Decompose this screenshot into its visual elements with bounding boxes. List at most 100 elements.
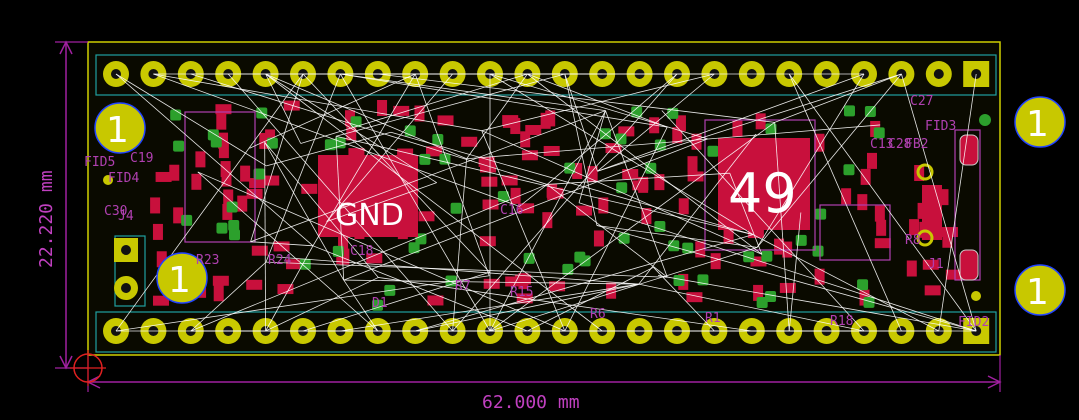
ratsnest-line [265, 73, 302, 144]
smd-pad [732, 120, 743, 137]
smd-pad [525, 125, 542, 136]
ratsnest-line [489, 73, 708, 140]
usb-shield-pad[interactable] [959, 249, 979, 281]
smd-pad [216, 113, 227, 130]
smd-pad [263, 175, 280, 186]
smd-pad [501, 175, 518, 186]
ratsnest-line [415, 234, 754, 332]
ref-designator: FID2 [958, 315, 989, 330]
pad-highlight [408, 242, 420, 254]
ratsnest-line [938, 73, 977, 332]
ratsnest-line [481, 73, 715, 132]
smd-pad [393, 105, 410, 116]
ratsnest-line [390, 131, 754, 236]
mount-hole[interactable]: 1 [1014, 264, 1066, 316]
pad-highlight [173, 140, 185, 152]
smd-pad [169, 164, 180, 181]
ratsnest-line [265, 73, 341, 263]
ratsnest-line [115, 275, 490, 332]
ref-designator: C19 [130, 151, 153, 166]
ratsnest-line [340, 73, 606, 112]
ref-designator: J1 [928, 257, 944, 272]
pad-highlight [415, 233, 427, 245]
mount-hole[interactable]: 1 [94, 102, 146, 154]
ratsnest-line [519, 184, 548, 207]
smd-pad [922, 259, 939, 270]
smd-pad [874, 205, 885, 222]
smd-pad [426, 146, 443, 157]
smd-pad [249, 178, 266, 189]
smd-pad [251, 245, 268, 256]
pad-highlight [574, 251, 586, 263]
smd-pad [237, 195, 248, 212]
ratsnest-line [597, 73, 715, 172]
ratsnest-line [265, 73, 467, 160]
pad-highlight [450, 202, 462, 214]
mount-hole[interactable]: 1 [156, 252, 208, 304]
smd-pad [543, 145, 560, 156]
smd-pad [286, 259, 303, 270]
smd-pad [481, 176, 498, 187]
ratsnest-line [115, 73, 314, 247]
usb-via [916, 229, 934, 247]
ratsnest-line [153, 73, 482, 132]
ratsnest-line [340, 73, 668, 128]
ratsnest-line [264, 142, 345, 281]
pad-highlight [812, 245, 824, 257]
ref-designator: FID4 [108, 171, 139, 186]
pad-highlight [618, 232, 630, 244]
smd-pad [377, 100, 388, 117]
ratsnest-line [343, 279, 379, 332]
ratsnest-line [335, 136, 345, 281]
mount-hole-label: 1 [106, 110, 129, 151]
mount-hole[interactable]: 1 [1014, 96, 1066, 148]
smd-pad [906, 260, 917, 277]
ratsnest-line [343, 279, 639, 285]
smd-pad [482, 199, 499, 210]
pad-highlight [616, 182, 628, 194]
smd-pad [938, 189, 949, 206]
smd-pad [710, 253, 721, 270]
fiducial-marker [103, 175, 113, 185]
usb-via [916, 163, 934, 181]
smd-pad [598, 197, 609, 214]
smd-pad [223, 189, 234, 206]
pad-highlight [299, 258, 311, 270]
smd-pad [521, 150, 538, 161]
smd-pad [723, 227, 734, 244]
smd-pad [338, 234, 349, 251]
header-bottom-courtyard [95, 311, 997, 353]
smd-pad [152, 223, 163, 240]
smd-pad [344, 110, 355, 127]
dimension-width: 62.000 mm [86, 355, 1002, 413]
smd-pad [155, 171, 172, 182]
ratsnest-line [266, 131, 392, 167]
pad-highlight [654, 221, 666, 233]
smd-pad [587, 166, 598, 183]
smd-pad [924, 285, 941, 296]
smd-pad [814, 268, 825, 285]
ref-designator: C28 [888, 137, 911, 152]
smd-pad [483, 278, 500, 289]
usb-signal-pads[interactable] [922, 185, 942, 240]
smd-pad [195, 151, 206, 168]
ref-designator: R6 [590, 307, 606, 322]
smd-pad [605, 143, 622, 154]
qfn-exposed-pad[interactable] [718, 138, 810, 230]
mount-hole-label: 1 [1026, 104, 1049, 145]
ref-designator: R1 [705, 311, 721, 326]
smd-pad [874, 238, 891, 249]
smd-pad [750, 256, 767, 267]
usb-shield-pad[interactable] [959, 134, 979, 166]
smd-pad [220, 161, 231, 178]
ratsnest-line [264, 142, 267, 332]
ratsnest-line [638, 283, 865, 332]
pad-highlight [857, 279, 869, 291]
ratsnest-line [265, 73, 603, 332]
smd-pad [747, 228, 764, 239]
smd-pad [622, 169, 639, 180]
ratsnest-line [752, 234, 939, 332]
ratsnest-line [546, 184, 668, 278]
smd-pad [841, 188, 852, 205]
